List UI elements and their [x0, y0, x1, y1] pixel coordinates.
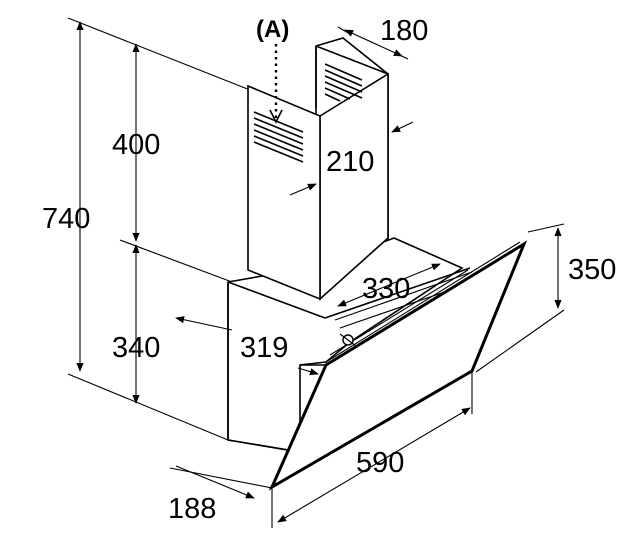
dim-chimney-height: 400 — [112, 129, 160, 161]
dim-bottom-depth: 188 — [168, 493, 216, 525]
dim-glass-height: 350 — [568, 254, 616, 286]
dim-depth: 319 — [240, 332, 288, 364]
dimension-labels: 740 400 340 180 210 330 319 350 590 188 — [42, 15, 616, 525]
dim-chimney-width: 210 — [326, 146, 374, 178]
chimney-back-vents — [324, 63, 363, 102]
dim-total-height: 740 — [42, 203, 90, 235]
dim-body-height: 340 — [112, 332, 160, 364]
callout-a-label: (A) — [256, 16, 289, 43]
dimension-lines — [76, 21, 565, 528]
chimney-front-vents — [253, 111, 304, 163]
dim-width: 590 — [356, 447, 404, 479]
callout-a: (A) — [256, 16, 289, 124]
dim-inner-width: 330 — [362, 273, 410, 305]
chimney — [247, 37, 389, 301]
dim-chimney-depth: 180 — [380, 15, 428, 47]
